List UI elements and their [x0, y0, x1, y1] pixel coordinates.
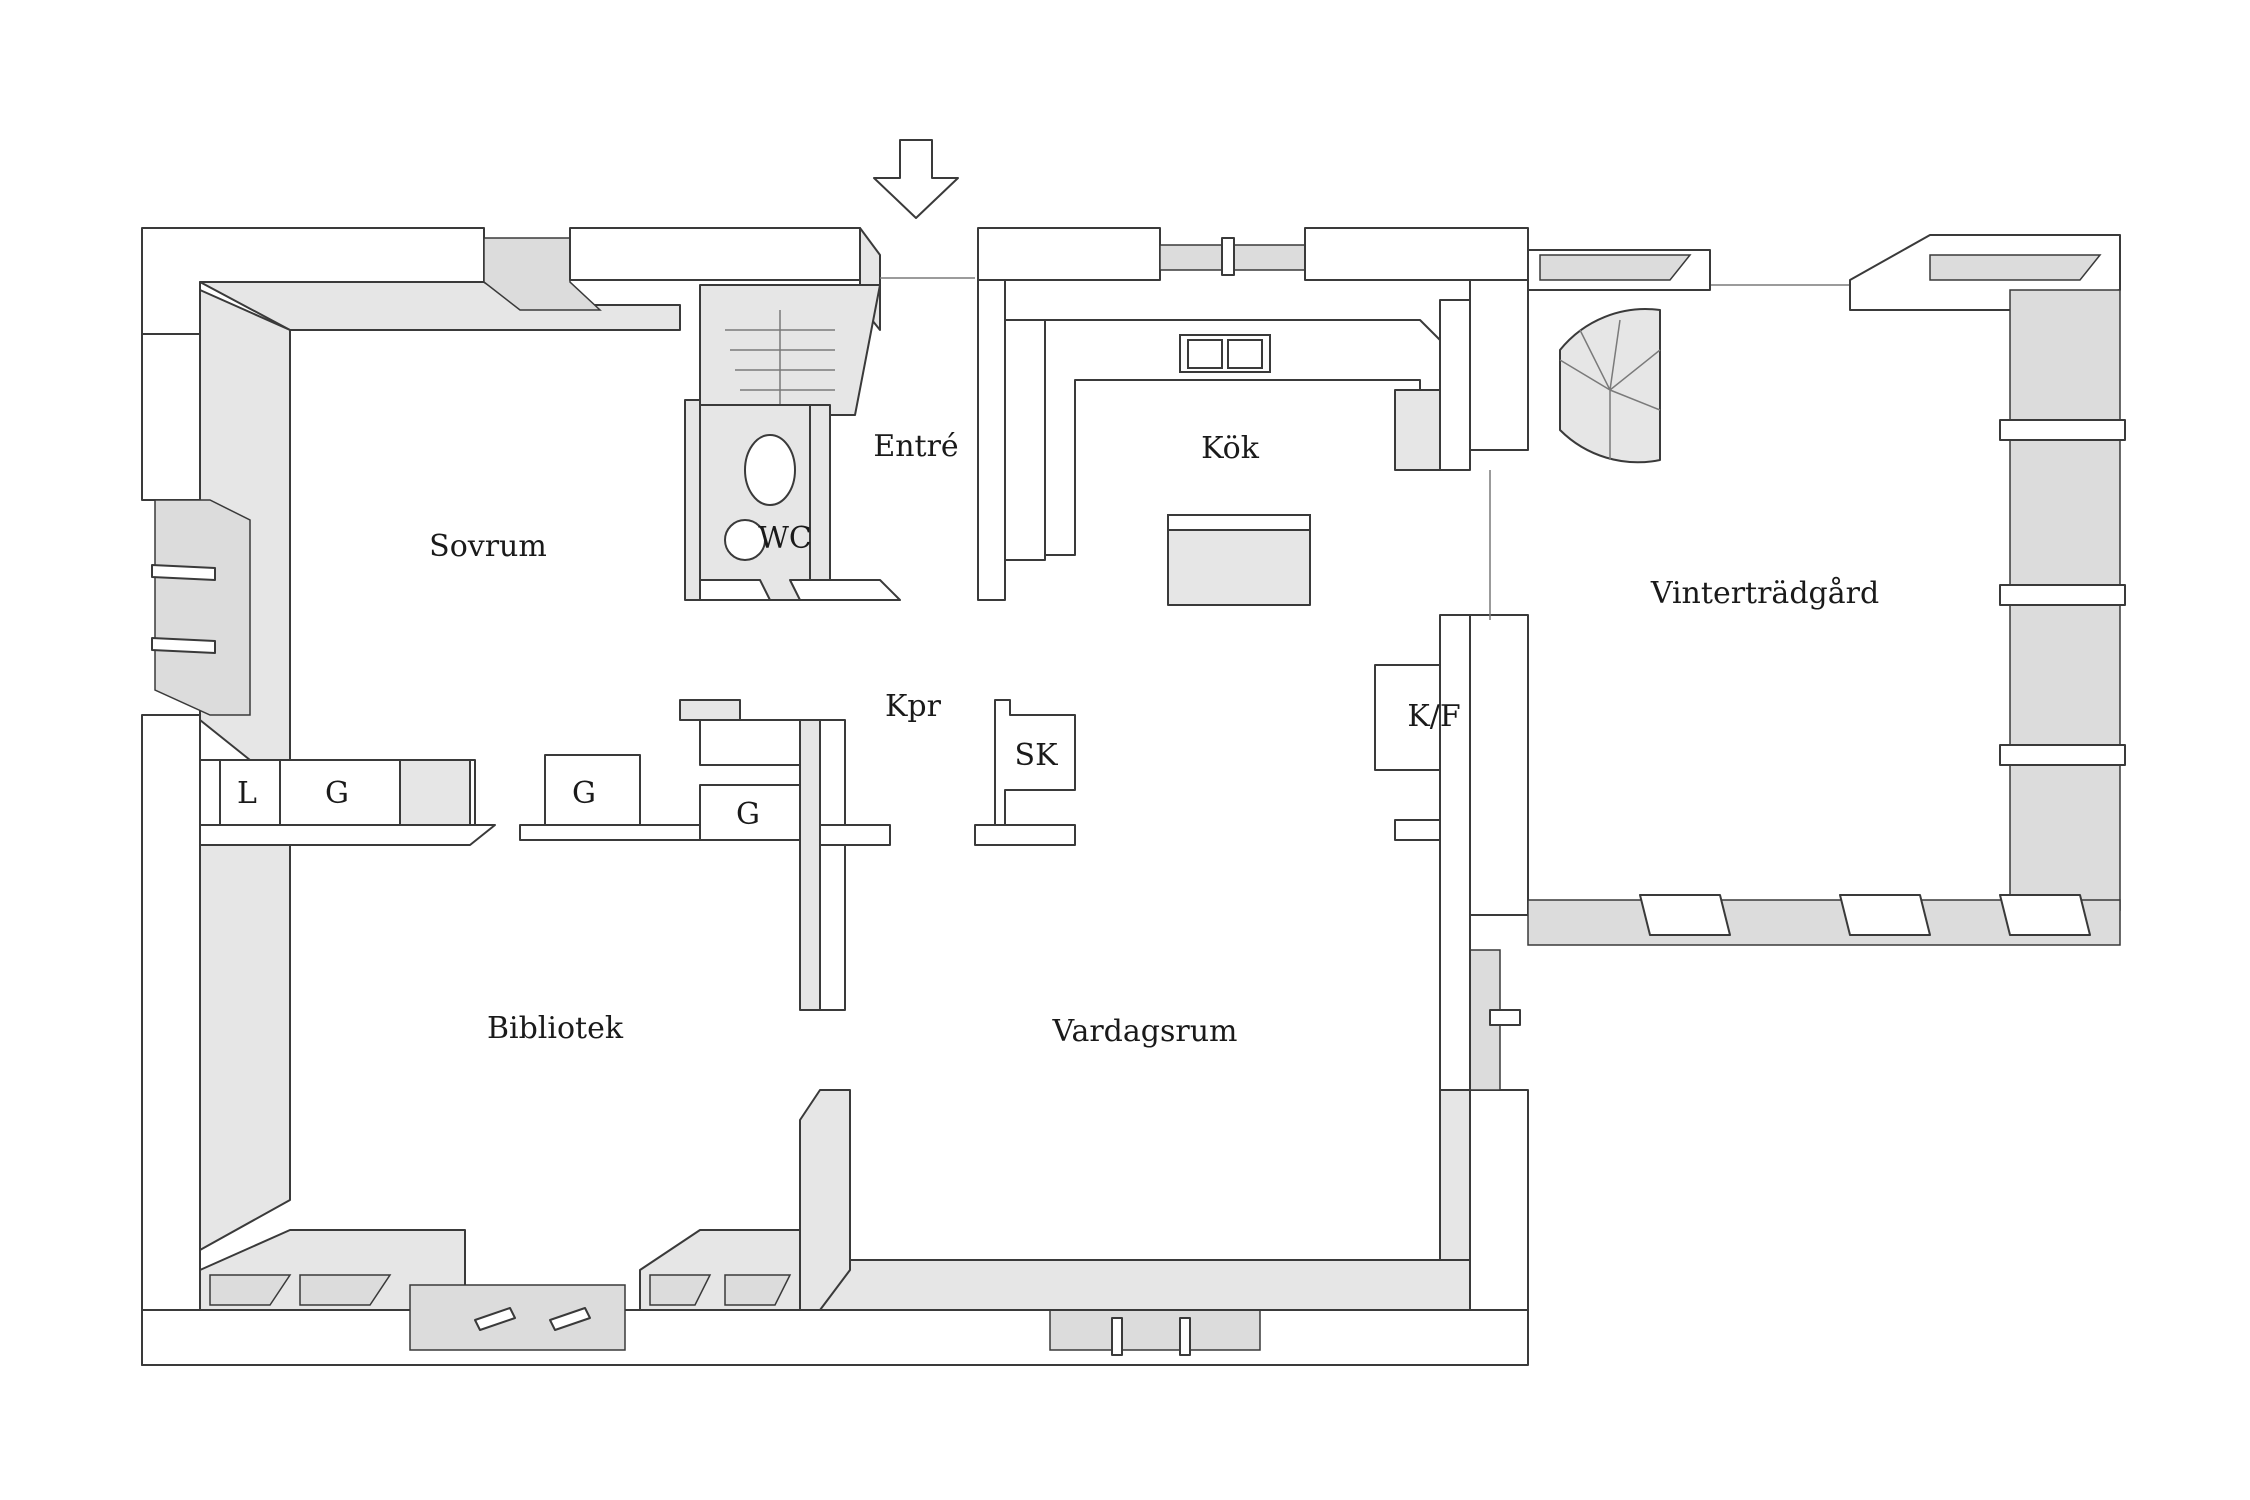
room-label-sovrum: Sovrum: [429, 529, 547, 564]
window-bottom-left-handle-2: [549, 1307, 591, 1331]
entrance-arrow-icon: [873, 139, 959, 219]
fixture-label-sk: SK: [1015, 738, 1059, 773]
closet-shelf: [399, 759, 471, 831]
room-label-entre: Entré: [873, 429, 958, 464]
winter-garden-mullion-2: [1999, 584, 2126, 606]
wall-top-mid: [569, 227, 861, 281]
fixture-label-g2: G: [572, 776, 596, 811]
closet-g2-edge: [519, 824, 701, 841]
window-handle-left-2: [151, 637, 216, 654]
wall-top-right: [977, 227, 1161, 281]
wall-right-lower-inner: [1439, 1089, 1471, 1261]
winter-garden-mullion-1: [1999, 419, 2126, 441]
window-bottom-right-handle-1: [1111, 1317, 1123, 1356]
fixture-label-g1: G: [325, 776, 349, 811]
fixture-label-kf: K/F: [1407, 699, 1460, 734]
bench-left-window-2: [299, 1274, 392, 1306]
chimney-sk-base: [974, 824, 1076, 846]
sink-icon: [724, 519, 766, 561]
divider-lower: [799, 1089, 851, 1311]
kitchen-wall-left: [977, 279, 1006, 601]
winter-garden-top-right-glass: [1929, 254, 2102, 281]
room-label-bibliotek: Bibliotek: [487, 1011, 624, 1046]
closet-g3-top: [679, 699, 741, 721]
divider-wall-vertical-front: [819, 719, 846, 1011]
room-label-vardagsrum: Vardagsrum: [1052, 1014, 1238, 1049]
wall-right-upper: [1469, 279, 1529, 451]
stair-steps: [725, 310, 835, 405]
winter-garden-mullion-3: [1999, 744, 2126, 766]
winter-garden-bottom-post-2: [1839, 894, 1931, 936]
room-label-kpr: Kpr: [885, 689, 942, 724]
room-label-vinterträdgard: Vinterträdgård: [1650, 576, 1879, 611]
wall-right-mid: [1469, 614, 1529, 916]
window-bottom-left: [409, 1284, 626, 1351]
window-left: [154, 499, 251, 716]
wc-wall-bottom: [699, 579, 771, 601]
spiral-stair-lines: [1559, 319, 1661, 460]
bench-mid-window-1: [649, 1274, 712, 1306]
winter-garden-bottom-post-3: [1999, 894, 2091, 936]
window-handle: [1221, 237, 1235, 276]
kitchen-island-top: [1167, 514, 1311, 531]
wall-right-lower: [1469, 1089, 1529, 1311]
entre-wall-right: [809, 404, 831, 581]
window-handle-left-1: [151, 564, 216, 581]
wall-top-right-2: [1304, 227, 1529, 281]
kitchen-counter-right: [1394, 389, 1441, 471]
bench-left-window-1: [209, 1274, 292, 1306]
wall-bottom: [141, 1309, 1529, 1366]
kitchen-counter-left: [1004, 319, 1046, 561]
wc-door-wall: [789, 579, 901, 601]
room-label-wc: WC: [758, 521, 812, 556]
wall-left-lower-inner: [199, 844, 291, 1251]
wall-between-houses: [1439, 614, 1471, 1091]
wc-wall: [684, 399, 701, 601]
divider-wall-vertical: [799, 719, 821, 1011]
window-bottom-right-handle-2: [1179, 1317, 1191, 1356]
wall-left-lower: [141, 714, 201, 1366]
wall-bottom-right-inner: [819, 1259, 1471, 1311]
closet-floor-edge: [199, 824, 496, 846]
wc-room: [699, 404, 811, 601]
kitchen-wall-right: [1439, 299, 1471, 471]
fixture-label-g3: G: [736, 797, 760, 832]
winter-garden-bottom-post-1: [1639, 894, 1731, 936]
divider-wall-shelf: [819, 824, 891, 846]
window-right-handle: [1489, 1009, 1521, 1026]
fixture-label-l: L: [237, 776, 257, 811]
room-label-kok: Kök: [1201, 431, 1260, 466]
toilet-icon: [744, 434, 796, 506]
window-bottom-left-handle-1: [474, 1307, 516, 1331]
bench-mid-window-2: [724, 1274, 792, 1306]
winter-garden-top-glass: [1539, 254, 1692, 281]
closet-g3: [699, 719, 801, 766]
kitchen-sink-icon: [1179, 334, 1271, 373]
wall-left-upper: [141, 333, 201, 501]
